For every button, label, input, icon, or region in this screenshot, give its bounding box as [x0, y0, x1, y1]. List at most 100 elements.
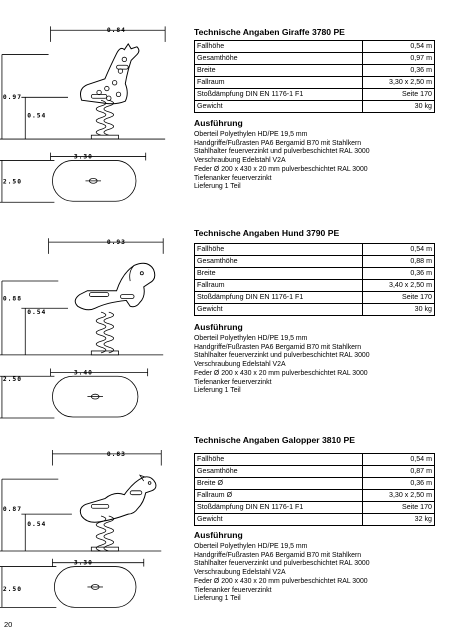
dim-area-width: 2.50 [3, 586, 22, 593]
dim-total-height: 0.97 [3, 94, 22, 101]
list-item: Stahlhalter feuerverzinkt und pulverbesc… [194, 352, 370, 360]
spec-value: 3,40 x 2,50 m [361, 279, 436, 292]
hund-technical-drawing: 0.93 0.88 0.54 3.40 2.50 [0, 238, 164, 419]
ausfuehrung-heading: Ausführung [194, 530, 243, 540]
spec-value: 0,36 m [361, 477, 436, 490]
list-item: Lieferung 1 Teil [194, 595, 241, 603]
spec-label: Breite [194, 64, 363, 77]
spec-label: Gesamthöhe [194, 465, 363, 478]
spec-label: Fallraum Ø [194, 489, 363, 502]
spec-label: Stoßdämpfung DIN EN 1176-1 F1 [194, 291, 363, 304]
dim-area-width: 2.50 [3, 376, 22, 383]
dim-seat-height: 0.54 [27, 309, 46, 316]
ausfuehrung-list: Oberteil Polyethylen HD/PE 19,5 mm Handg… [194, 131, 370, 192]
spec-label: Fallhöhe [194, 40, 363, 53]
spec-value: 3,30 x 2,50 m [361, 76, 436, 89]
spec-value: Seite 170 [361, 501, 436, 514]
spec-label: Gewicht [194, 513, 363, 526]
list-item: Verschraubung Edelstahl V2A [194, 157, 286, 165]
spec-value: 0,54 m [361, 453, 436, 466]
dim-width: 0.93 [107, 239, 126, 246]
spec-label: Fallraum [194, 76, 363, 89]
galopper-technical-drawing: 0.83 0.87 0.54 3.30 2.50 [0, 450, 162, 608]
spec-label: Gesamthöhe [194, 255, 363, 268]
list-item: Verschraubung Edelstahl V2A [194, 361, 286, 369]
spec-label: Gesamthöhe [194, 52, 363, 65]
spec-value: Seite 170 [361, 88, 436, 101]
dim-area-length: 3.40 [74, 369, 93, 376]
list-item: Handgriffe/Fußrasten PA6 Bergamid B70 mi… [194, 343, 362, 351]
dim-total-height: 0.87 [3, 506, 22, 513]
product-title: Technische Angaben Giraffe 3780 PE [194, 27, 345, 37]
list-item: Oberteil Polyethylen HD/PE 19,5 mm [194, 335, 308, 342]
spec-label: Gewicht [194, 100, 363, 113]
spec-value: 0,87 m [361, 465, 436, 478]
dim-width: 0.83 [107, 451, 126, 458]
list-item: Tiefenanker feuerverzinkt [194, 586, 272, 594]
spec-value: 0,88 m [361, 255, 436, 268]
spec-value: 0,97 m [361, 52, 436, 65]
spec-value: 0,54 m [361, 243, 436, 256]
spec-label: Fallhöhe [194, 243, 363, 256]
list-item: Verschraubung Edelstahl V2A [194, 569, 286, 577]
list-item: Oberteil Polyethylen HD/PE 19,5 mm [194, 131, 308, 138]
list-item: Feder Ø 200 x 430 x 20 mm pulverbeschich… [194, 369, 368, 377]
ausfuehrung-heading: Ausführung [194, 118, 243, 128]
spec-label: Fallraum [194, 279, 363, 292]
spec-label: Gewicht [194, 303, 363, 316]
list-item: Handgriffe/Fußrasten PA6 Bergamid B70 mi… [194, 551, 362, 559]
dim-width: 0.84 [107, 27, 126, 34]
dim-area-length: 3.30 [74, 154, 93, 161]
dim-seat-height: 0.54 [27, 521, 46, 528]
dim-area-width: 2.50 [3, 179, 22, 186]
list-item: Stahlhalter feuerverzinkt und pulverbesc… [194, 560, 370, 568]
list-item: Feder Ø 200 x 430 x 20 mm pulverbeschich… [194, 577, 368, 585]
dim-total-height: 0.88 [3, 295, 22, 302]
spec-value: Seite 170 [361, 291, 436, 304]
product-title: Technische Angaben Galopper 3810 PE [194, 435, 355, 445]
spec-value: 30 kg [361, 303, 436, 316]
spec-value: 32 kg [361, 513, 436, 526]
list-item: Tiefenanker feuerverzinkt [194, 174, 272, 182]
dim-seat-height: 0.54 [27, 113, 46, 120]
spec-value: 30 kg [361, 100, 436, 113]
spec-value: 0,36 m [361, 267, 436, 280]
list-item: Feder Ø 200 x 430 x 20 mm pulverbeschich… [194, 165, 368, 173]
list-item: Tiefenanker feuerverzinkt [194, 378, 272, 386]
page-number: 20 [4, 620, 13, 629]
spec-value: 3,30 x 2,50 m [361, 489, 436, 502]
spec-label: Breite [194, 267, 363, 280]
list-item: Lieferung 1 Teil [194, 387, 241, 395]
list-item: Oberteil Polyethylen HD/PE 19,5 mm [194, 543, 308, 550]
giraffe-technical-drawing: 0.84 0.97 0.54 3.30 2.50 [0, 26, 166, 203]
list-item: Handgriffe/Fußrasten PA6 Bergamid B70 mi… [194, 139, 362, 147]
ausfuehrung-list: Oberteil Polyethylen HD/PE 19,5 mm Handg… [194, 335, 370, 396]
ausfuehrung-list: Oberteil Polyethylen HD/PE 19,5 mm Handg… [194, 543, 370, 604]
spec-label: Fallhöhe [194, 453, 363, 466]
product-title: Technische Angaben Hund 3790 PE [194, 228, 340, 238]
list-item: Stahlhalter feuerverzinkt und pulverbesc… [194, 148, 370, 156]
spec-label: Breite Ø [194, 477, 363, 490]
spec-value: 0,54 m [361, 40, 436, 53]
spec-label: Stoßdämpfung DIN EN 1176-1 F1 [194, 501, 363, 514]
spec-label: Stoßdämpfung DIN EN 1176-1 F1 [194, 88, 363, 101]
